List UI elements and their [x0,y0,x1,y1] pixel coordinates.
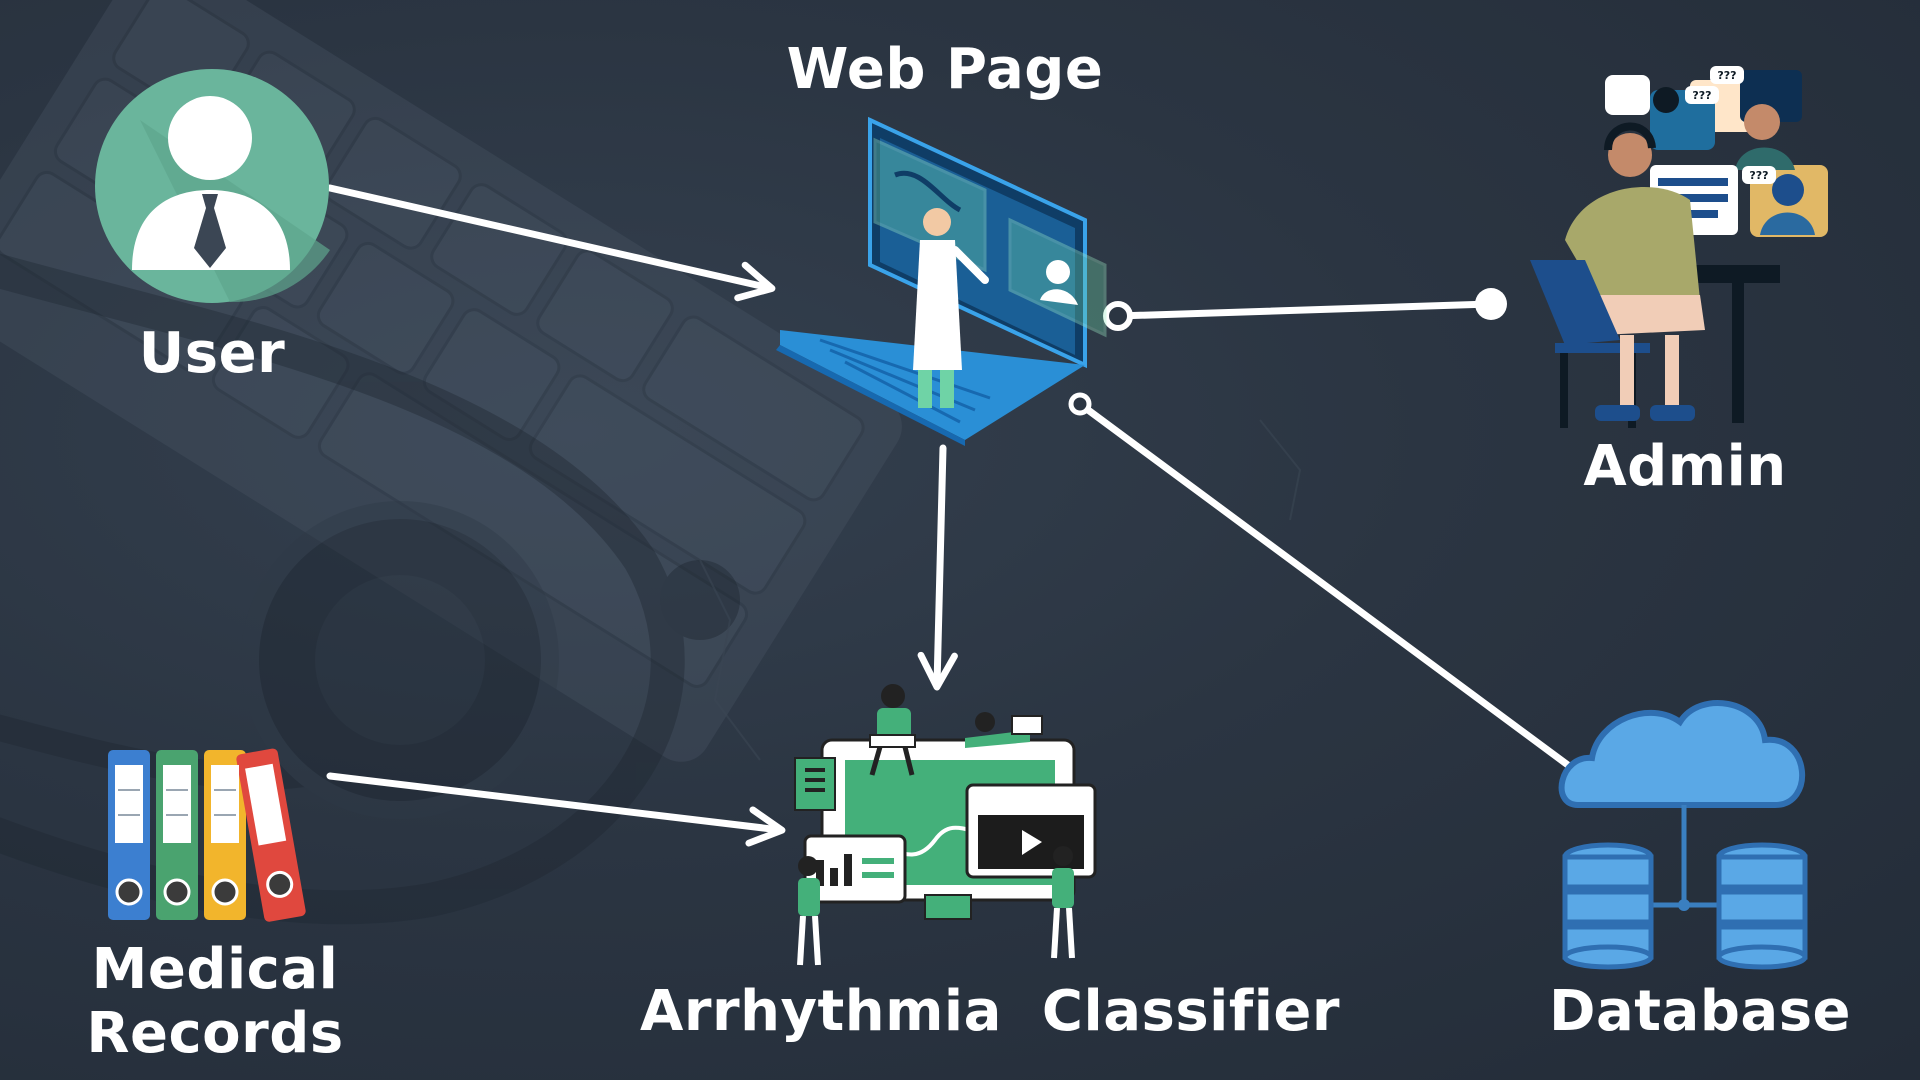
edge-web-page-to-database [1076,400,1584,778]
edge-endpoints [1068,288,1593,787]
classifier-label: Arrhythmia Classifier [640,979,1341,1044]
edge-user-to-web-page [326,184,776,302]
connector-dot [1103,301,1133,331]
doctor-laptop-icon [776,116,1107,446]
edge-web-page-to-classifier [917,444,958,691]
medical-records-label-line1: Medical [91,937,339,1002]
analytics-team-icon [794,684,1097,966]
user-avatar-icon [95,69,330,303]
binders-icon [108,748,306,922]
edge-web-page-to-admin [1114,300,1494,320]
web-page-label: Web Page [786,37,1104,102]
user-label: User [138,321,286,386]
medical-records-label-line2: Records [86,1001,344,1067]
connector-dot [1475,288,1507,320]
database-label: Database [1548,979,1852,1044]
edges [326,184,1584,847]
admin-label: Admin [1583,434,1787,499]
speech-bubble-3: ??? [1749,169,1768,182]
edge-records-to-classifier [326,772,786,847]
medical-records-label: Medical Records [55,937,375,1067]
speech-bubble-1: ??? [1717,69,1736,82]
connector-dot [1068,392,1092,416]
cloud-database-icon [1558,700,1808,970]
admin-workstation-icon [1530,70,1828,428]
admin-speech-bubbles: ??? ??? ??? [1685,66,1776,184]
speech-bubble-2: ??? [1692,89,1711,102]
